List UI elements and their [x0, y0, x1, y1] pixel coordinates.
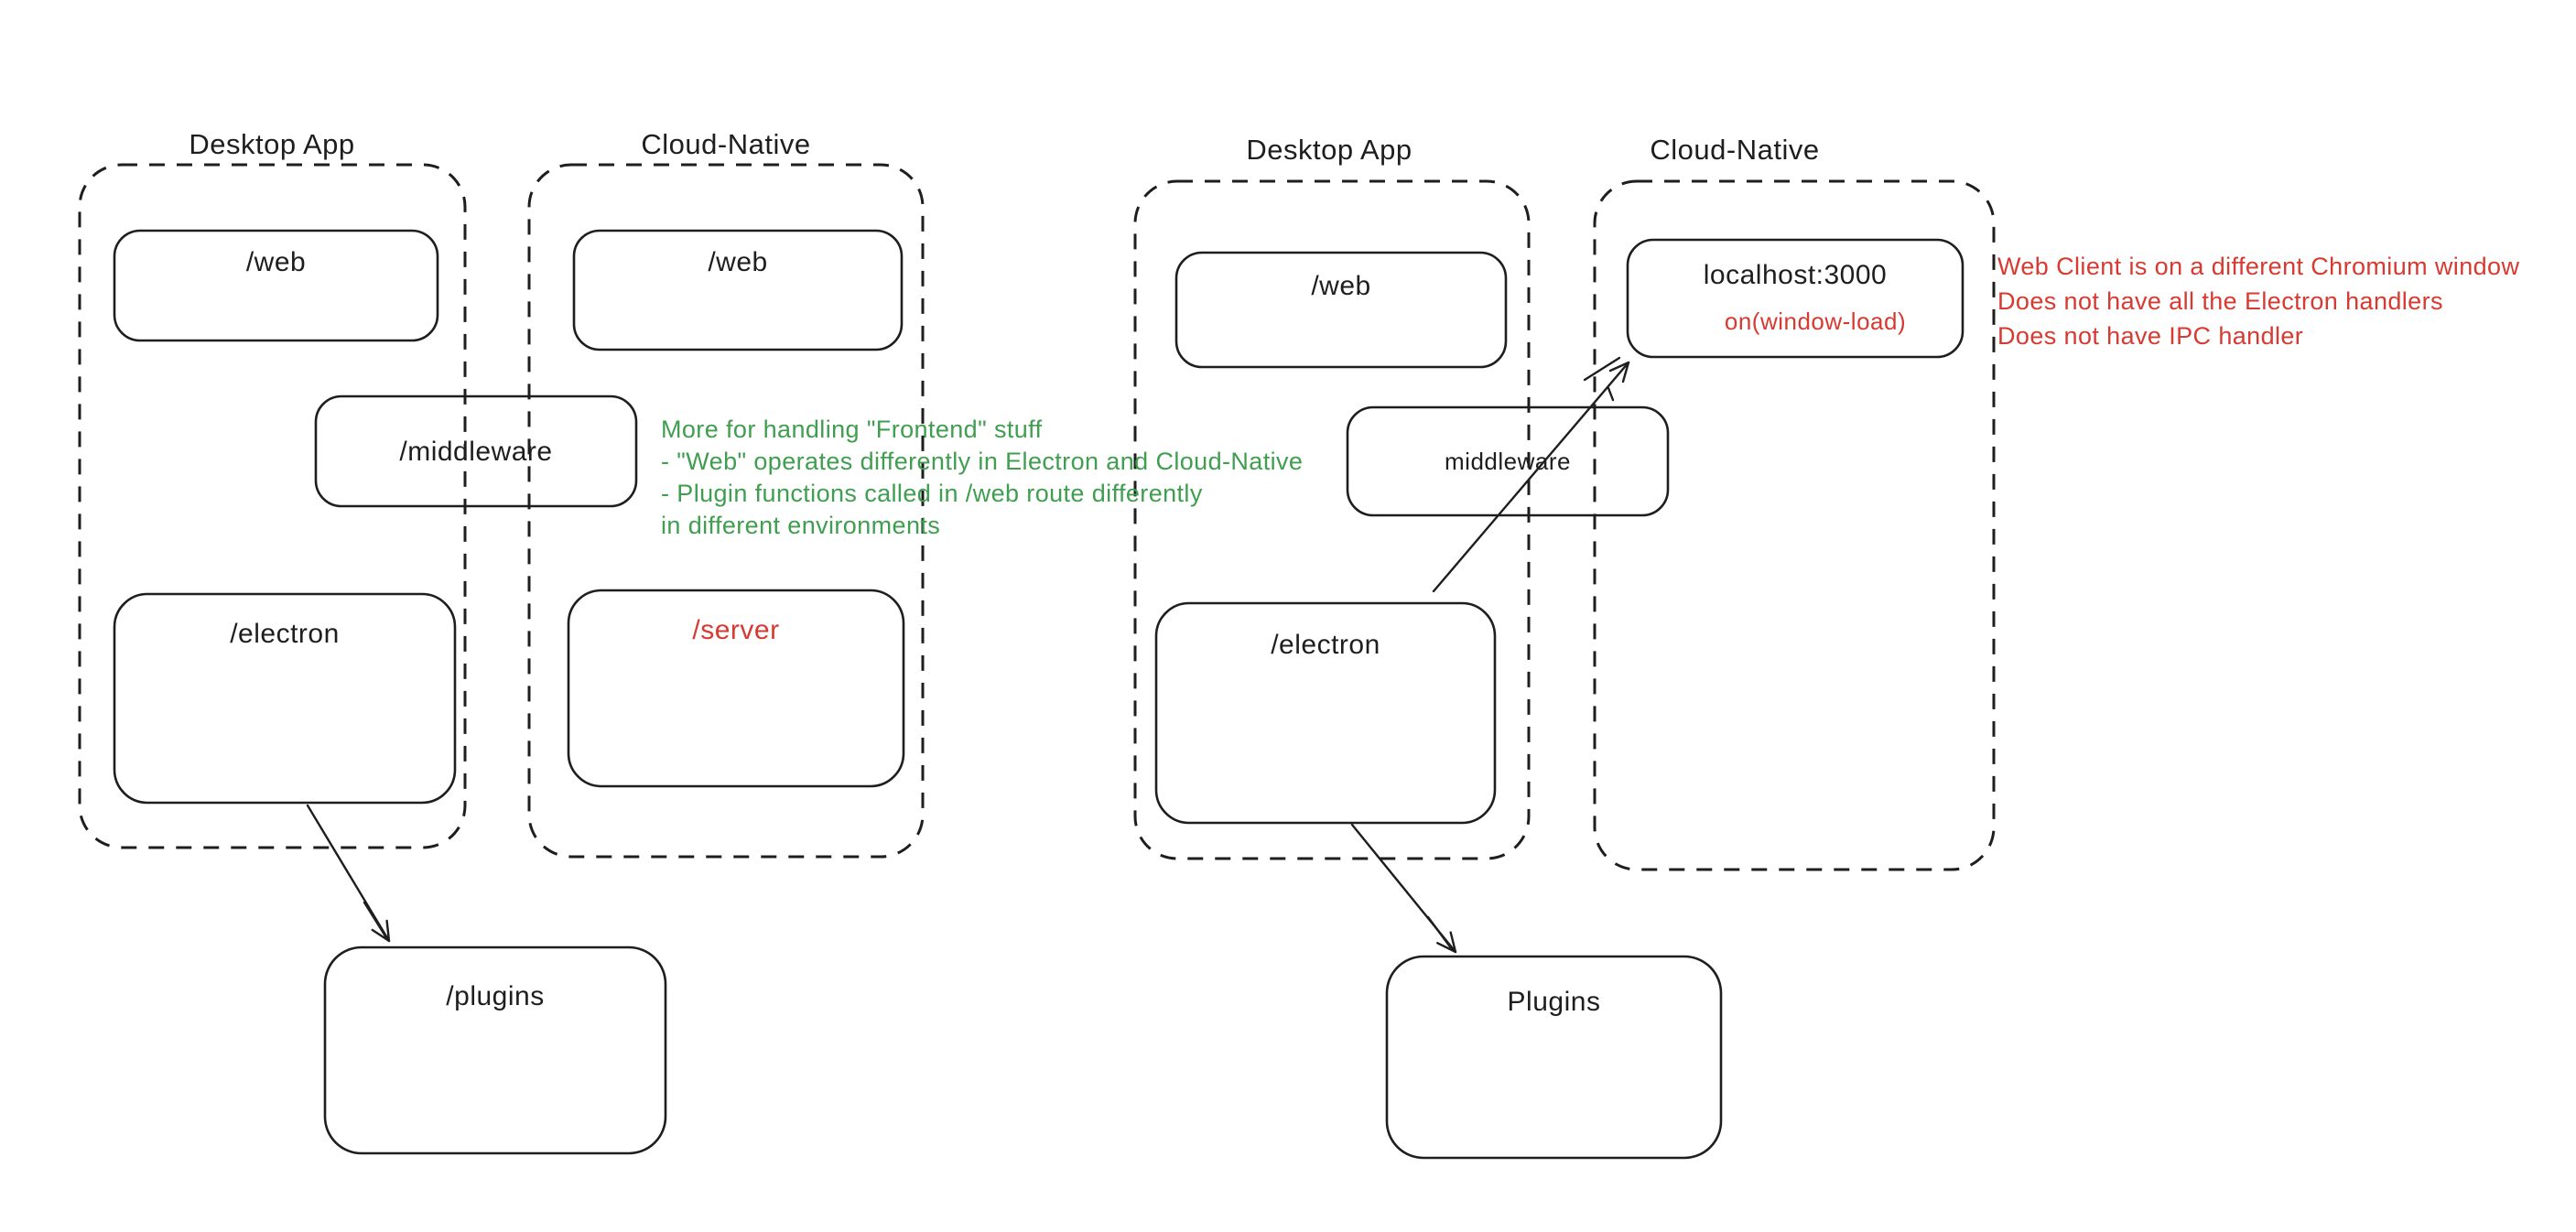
left-cloud-native-label: Cloud-Native — [641, 128, 811, 160]
right-web-box-label: /web — [1311, 271, 1371, 301]
left-web-cloud-box-label: /web — [708, 247, 768, 277]
left-web-desktop-box — [113, 229, 439, 342]
right-desktop-app-label: Desktop App — [1246, 134, 1412, 166]
right-electron-box-label: /electron — [1271, 630, 1380, 660]
right-middleware-box — [1346, 405, 1670, 517]
left-plugins-box-label: /plugins — [446, 981, 545, 1011]
left-web-desktop-box-label: /web — [245, 247, 307, 277]
right-window-load-label: on(window-load) — [1724, 308, 1907, 335]
right-electron-box — [1154, 601, 1497, 825]
right-web-box — [1174, 251, 1508, 369]
left-server-box-label: /server — [692, 615, 780, 645]
left-desktop-app-label: Desktop App — [189, 128, 355, 160]
right-localhost-box — [1626, 238, 1964, 359]
left-middleware-box — [314, 394, 638, 508]
right-desktop-app-container — [1133, 179, 1531, 860]
right-cloud-native-container — [1593, 179, 1996, 871]
arrow-right-electron-to-plugins-head — [1436, 931, 1457, 954]
arrow-left-electron-to-plugins-head — [371, 919, 391, 943]
frontend-note: More for handling "Frontend" stuff - "We… — [661, 414, 1303, 542]
right-plugins-box-label: Plugins — [1507, 987, 1601, 1017]
right-middleware-box-label: middleware — [1445, 448, 1571, 475]
left-server-box — [567, 589, 905, 788]
web-client-note-line-1: Web Client is on a different Chromium wi… — [1997, 253, 2520, 280]
frontend-note-line-2: - "Web" operates differently in Electron… — [661, 448, 1304, 475]
left-web-cloud-box — [572, 229, 904, 351]
arrow-right-electron-to-localhost-head — [1608, 361, 1630, 384]
right-plugins-box — [1385, 955, 1723, 1160]
arrow-left-sketch-stroke — [363, 901, 389, 941]
frontend-note-line-4: in different environments — [661, 512, 941, 539]
arrow-right-localhost-sketch-stroke-1 — [1583, 356, 1621, 382]
arrow-right-plugins-sketch-stroke — [1426, 915, 1454, 951]
web-client-note-line-3: Does not have IPC handler — [1997, 322, 2304, 350]
frontend-note-line-1: More for handling "Frontend" stuff — [661, 416, 1043, 443]
left-electron-box — [113, 592, 457, 805]
web-client-note: Web Client is on a different Chromium wi… — [1997, 249, 2519, 353]
left-plugins-box — [323, 946, 667, 1155]
left-middleware-box-label: /middleware — [399, 437, 553, 467]
right-cloud-native-label: Cloud-Native — [1650, 134, 1820, 166]
frontend-note-line-3: - Plugin functions called in /web route … — [661, 480, 1203, 507]
arrow-right-localhost-sketch-stroke-2 — [1607, 386, 1615, 402]
arrow-right-electron-to-localhost — [1432, 361, 1630, 593]
right-localhost-box-label: localhost:3000 — [1703, 260, 1888, 290]
web-client-note-line-2: Does not have all the Electron handlers — [1997, 287, 2443, 315]
left-electron-box-label: /electron — [230, 619, 340, 649]
